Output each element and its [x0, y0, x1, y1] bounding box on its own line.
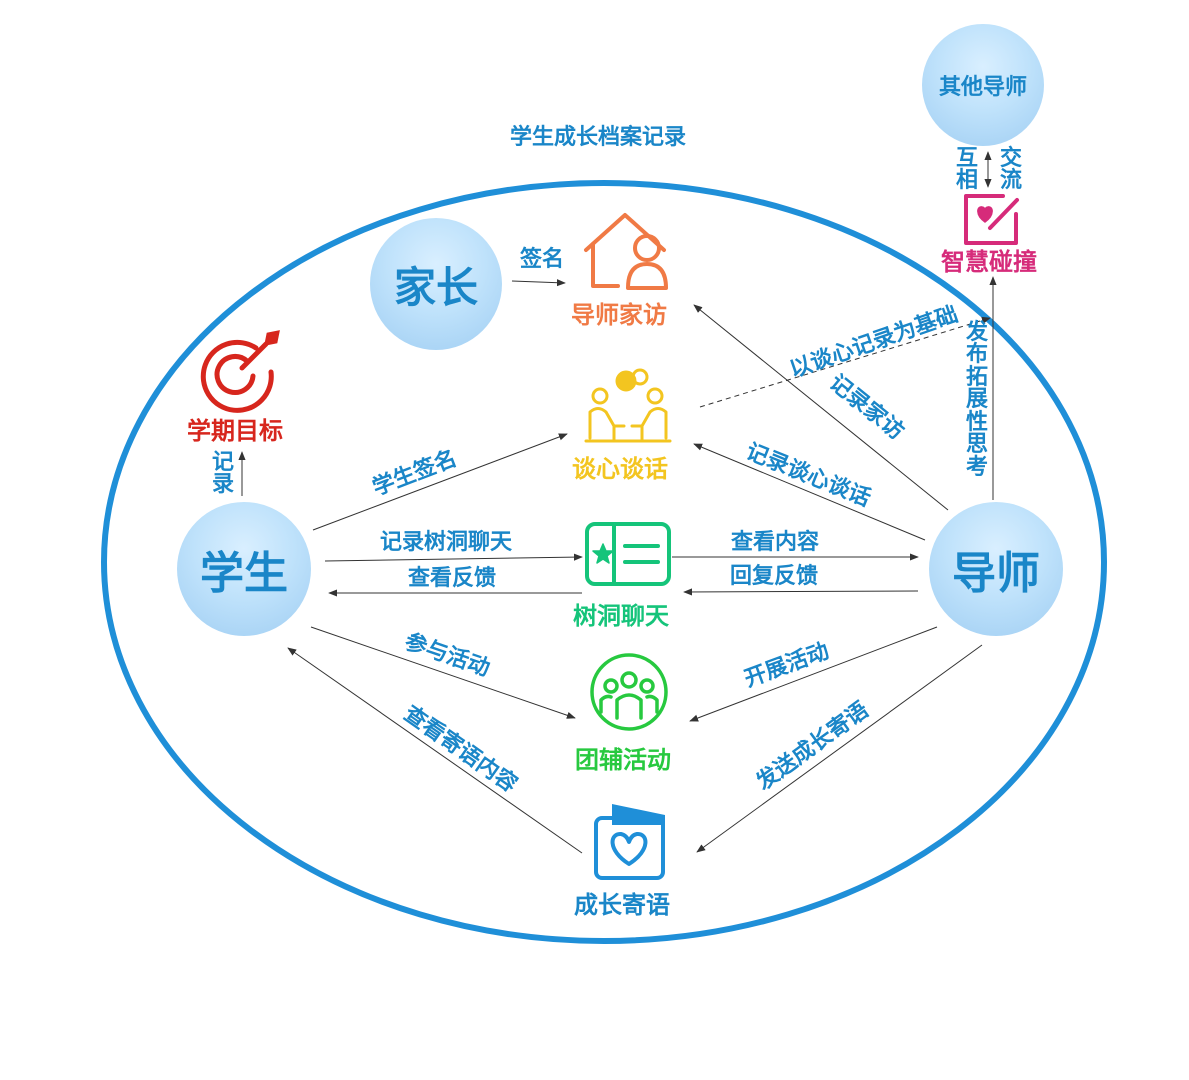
student-node: 学生 — [177, 502, 311, 636]
edge-label-record-upward: 记录 — [211, 450, 234, 498]
growth-message-label: 成长寄语 — [574, 891, 670, 919]
edge-mentor-homevisit — [693, 304, 949, 511]
edge-mentor-talk — [693, 443, 926, 541]
wisdom-collision-label: 智慧碰撞 — [941, 248, 1037, 276]
edge-mentor-treehole — [683, 588, 919, 596]
edge-student-talk — [312, 433, 568, 531]
edge-label-record-tree-hole: 记录树洞聊天 — [380, 530, 513, 555]
edge-student-treehole — [324, 553, 583, 562]
mentor-label: 导师 — [952, 548, 1040, 599]
group-activity-label: 团辅活动 — [575, 746, 671, 774]
diagram-title: 学生成长档案记录 — [510, 125, 687, 150]
edge-talk-wisdom-dashed — [699, 316, 991, 408]
term-goal-label: 学期目标 — [187, 417, 283, 445]
edge-label-reply-feedback: 回复反馈 — [730, 564, 819, 589]
edge-label-sign-name: 签名 — [520, 247, 565, 272]
other-mentors-node: 其他导师 — [922, 24, 1044, 146]
student-label: 学生 — [200, 548, 288, 599]
heart-talk-icon — [584, 368, 672, 443]
edge-label-publish-thinking: 发布拓展性思考 — [965, 320, 988, 480]
edge-label-exchange: 交流 — [999, 146, 1022, 194]
edge-parent-homevisit — [511, 279, 566, 287]
edge-label-view-content: 查看内容 — [731, 530, 820, 555]
other-mentors-label: 其他导师 — [938, 75, 1027, 100]
parent-node: 家长 — [370, 218, 502, 350]
edge-message-student — [287, 647, 583, 854]
wisdom-collision-icon — [964, 194, 1019, 245]
home-visit-label: 导师家访 — [571, 301, 667, 329]
term-goal-icon — [200, 330, 280, 413]
edge-student-activity — [310, 626, 576, 719]
growth-message-icon — [594, 804, 665, 880]
tree-hole-label: 树洞聊天 — [573, 602, 669, 630]
edge-label-mutual: 互相 — [955, 146, 978, 194]
edge-mentor-message — [696, 644, 983, 853]
group-activity-icon — [590, 653, 668, 731]
mentor-node: 导师 — [929, 502, 1063, 636]
tree-hole-icon — [585, 522, 671, 586]
parent-label: 家长 — [393, 262, 478, 312]
heart-talk-label: 谈心谈话 — [572, 455, 668, 483]
edge-label-view-feedback: 查看反馈 — [408, 566, 497, 591]
archive-ellipse — [101, 180, 1107, 944]
home-visit-icon — [584, 213, 668, 290]
edge-mentor-activity — [689, 626, 938, 722]
